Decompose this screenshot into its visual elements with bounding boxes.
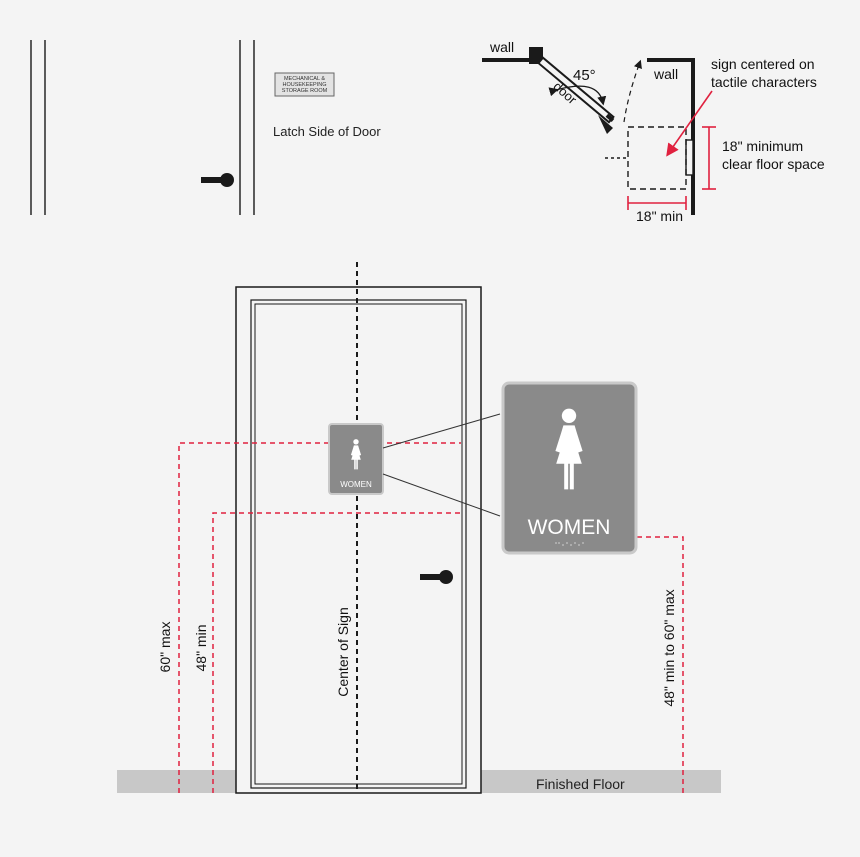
angle-label: 45° [573,67,596,84]
callout-line-top [382,413,501,449]
center-of-sign-label: Center of Sign [335,607,351,697]
door-elevation [235,286,482,794]
clear-space-line-2: clear floor space [722,156,825,172]
door-leaf-inner [254,303,463,785]
min-height-line [212,512,461,793]
wall-post [529,47,543,64]
door-handle-icon [201,173,234,187]
room-sign-line-3: STORAGE ROOM [282,88,328,94]
braille-dots [555,542,584,546]
range-height-label: 48" min to 60" max [661,589,677,706]
max-height-label: 60" max [157,622,173,673]
door-leaf-outer [250,299,467,789]
width-label: 18" min [636,208,683,224]
sign-pointer-arrow [666,90,713,157]
latch-side-label: Latch Side of Door [273,124,381,139]
floor-label: Finished Floor [536,776,625,792]
callout-line-bottom [382,473,501,517]
large-women-sign: WOMEN [501,381,638,555]
large-sign-label: WOMEN [528,516,611,539]
room-sign-line-2: HOUSEKEEPING [282,82,326,88]
wall-left-label: wall [489,39,514,55]
clear-space-line-1: 18" minimum [722,138,803,154]
door-handle-elevation-icon [420,570,453,584]
swing-arc [548,85,607,106]
wall-sign [685,139,694,176]
wall-right-label: wall [653,66,678,82]
plan-view: wall door 45° wall sign centered on tact… [482,39,825,224]
min-height-label: 48" min [193,625,209,672]
right-wall [647,58,695,215]
latch-side-illustration [30,40,255,215]
clear-floor-space [627,126,687,190]
sign-note-line-2: tactile characters [711,74,817,90]
room-sign-line-1: MECHANICAL & [284,76,325,82]
swing-path [623,59,642,123]
small-sign-label: WOMEN [340,480,372,489]
door-handle-plan [598,115,613,134]
sign-note-line-1: sign centered on [711,56,815,72]
door-frame [235,286,482,794]
room-sign: MECHANICAL & HOUSEKEEPING STORAGE ROOM [274,72,335,97]
small-women-sign: WOMEN [328,423,384,495]
